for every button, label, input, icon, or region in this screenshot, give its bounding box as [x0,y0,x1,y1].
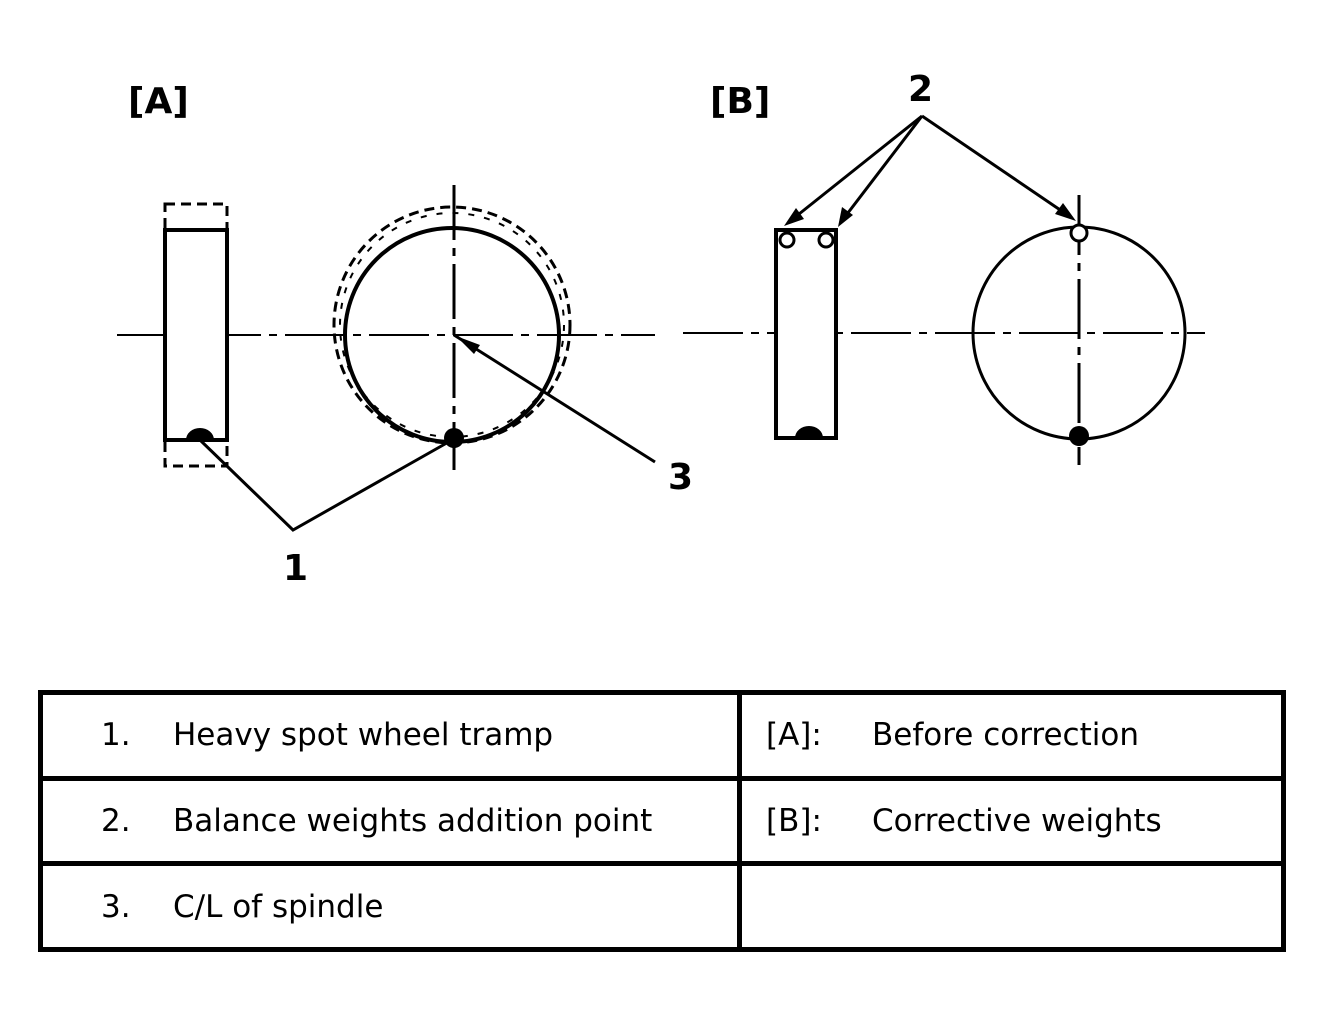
heavy-spot-side-a [186,428,214,440]
wheel-side-view-b [774,228,838,440]
legend-cell: 2. Balance weights addition point [38,775,742,867]
callout-2: 2 [908,69,933,110]
wheel-side-view-a [163,228,229,442]
callout-2-arrowhead-c [1055,203,1076,221]
wheel-balance-diagram: [A] [B] 1 3 [117,69,1205,589]
callout-1-leader [198,438,453,532]
callout-2-arrowhead-b [838,207,853,227]
balance-weight-right [817,231,835,249]
legend-number: 2. [101,802,131,839]
legend-number: 1. [101,717,131,754]
heavy-spot-side-b [795,426,823,438]
callout-2-leader-c [921,114,1073,220]
legend-key-text: Corrective weights [872,802,1162,839]
panel-b-label: [B] [710,81,770,122]
legend-table: 1. Heavy spot wheel tramp [A]: Before co… [38,690,1286,952]
legend-key: [A]: [766,717,822,754]
callout-2-arrowhead-a [784,208,804,226]
legend-cell: 3. C/L of spindle [38,861,742,952]
legend-row: 3. C/L of spindle [38,861,1286,952]
wheel-front-tramp-outline-inner [339,212,565,438]
balance-weight-left [778,231,796,249]
panel-a [117,185,656,532]
balance-weight-top [1069,223,1089,243]
legend-key-text: Before correction [872,717,1139,754]
legend-row: 1. Heavy spot wheel tramp [A]: Before co… [38,690,1286,781]
legend-cell: 1. Heavy spot wheel tramp [38,690,742,781]
legend-text: C/L of spindle [173,888,384,925]
callout-1: 1 [283,548,308,589]
callout-3-leader [453,333,656,464]
legend-row: 2. Balance weights addition point [B]: C… [38,775,1286,867]
panel-b [683,114,1205,465]
callout-3-arrowhead [456,336,480,354]
legend-text: Heavy spot wheel tramp [173,717,554,754]
callout-3: 3 [668,457,693,498]
legend-cell: [A]: Before correction [737,690,1286,781]
wheel-front-tramp-outline [332,205,572,445]
legend-cell: [B]: Corrective weights [737,775,1286,867]
heavy-spot-front-a [444,428,464,448]
panel-a-label: [A] [128,81,189,122]
legend-text: Balance weights addition point [173,802,653,839]
legend-key: [B]: [766,802,822,839]
legend-cell-empty [737,861,1286,952]
callout-2-leader-b [839,115,924,223]
callout-2-leader-a [788,114,923,224]
heavy-spot-front-b [1069,426,1089,446]
legend-number: 3. [101,888,131,925]
